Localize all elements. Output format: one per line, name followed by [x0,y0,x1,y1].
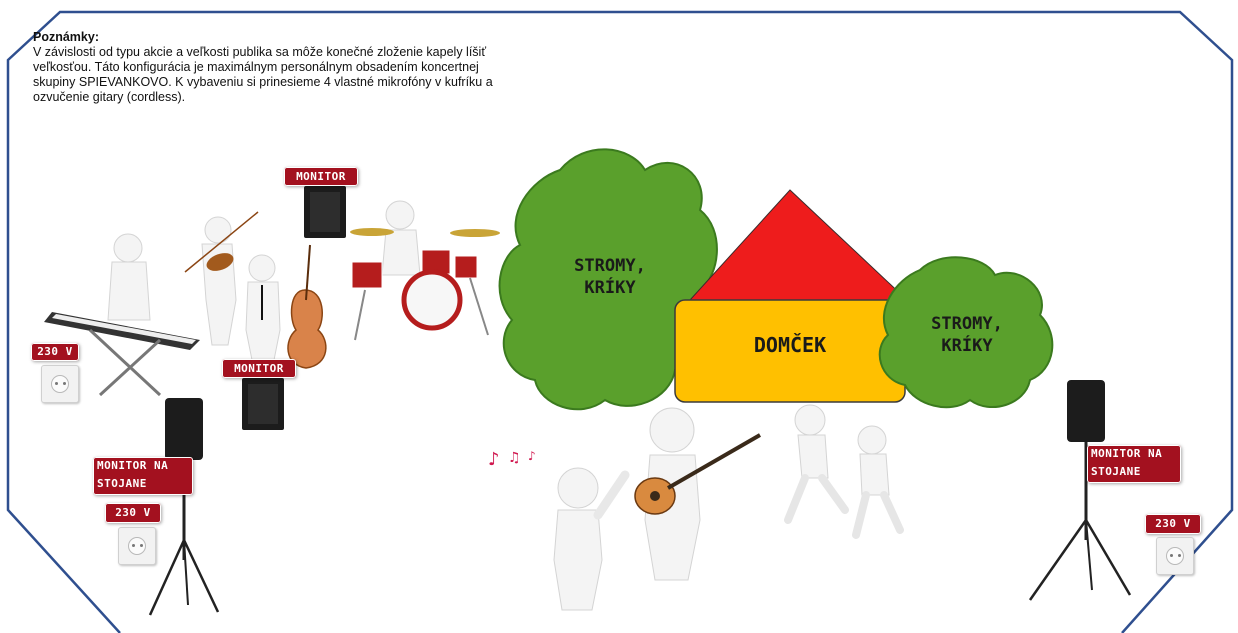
monitor-stand-label-left: MONITOR NA STOJANE [93,457,193,495]
power-label-3-text: 230 V [1155,517,1191,530]
guitarist [634,407,761,581]
violinist [184,211,259,346]
notes-block: Poznámky: V závislosti od typu akcie a v… [33,30,533,105]
speaker-top [304,186,346,238]
cellist [245,244,327,369]
notes-line: skupiny SPIEVANKOVO. K vybaveniu si prin… [33,75,493,89]
monitor-stand-right-line-1: MONITOR NA [1091,447,1163,460]
monitor-stand-left-line-1: MONITOR NA [97,459,169,472]
trees-right-label: STROMY, KRÍKY [912,313,1022,357]
notes-line: veľkosťou. Táto konfigurácia je maximáln… [33,60,479,74]
speaker-stand-right [1028,380,1132,601]
drummer-kit [350,200,500,341]
dancer-2 [852,425,904,539]
svg-text:♪: ♪ [488,449,500,470]
power-label-2: 230 V [105,503,161,523]
tree-cloud-right [878,256,1054,409]
notes-title: Poznámky: [33,30,99,44]
monitor-label-top-text: MONITOR [296,170,346,183]
house-label-text: DOMČEK [753,333,827,357]
svg-text:♫: ♫ [508,450,521,466]
house-roof [688,189,909,301]
monitor-stand-right-line-2: STOJANE [1091,465,1141,478]
house-label: DOMČEK [720,333,860,357]
trees-left-line-1: STROMY, [574,256,646,276]
stage-frame [6,10,1234,633]
power-socket-icon [118,527,156,565]
monitor-label-mid: MONITOR [222,359,296,378]
singer: ♪ ♫ ♪ [488,449,630,611]
trees-right-line-1: STROMY, [931,314,1003,334]
power-label-1: 230 V [31,343,79,361]
power-socket-icon [41,365,79,403]
power-label-3: 230 V [1145,514,1201,534]
power-socket-icon [1156,537,1194,575]
power-label-1-text: 230 V [37,345,73,358]
dancer-1 [784,404,849,524]
trees-right-line-2: KRÍKY [941,336,993,356]
trees-left-line-2: KRÍKY [584,278,636,298]
monitor-label-mid-text: MONITOR [234,362,284,375]
monitor-label-top: MONITOR [284,167,358,186]
notes-line: ozvučenie gitary (cordless). [33,90,186,104]
notes-line: V závislosti od typu akcie a veľkosti pu… [33,45,487,59]
trees-left-label: STROMY, KRÍKY [555,255,665,299]
speaker-mid [242,378,284,430]
tree-cloud-left [498,148,718,411]
monitor-stand-label-right: MONITOR NA STOJANE [1087,445,1181,483]
monitor-stand-left-line-2: STOJANE [97,477,147,490]
svg-text:♪: ♪ [528,449,536,463]
keyboard-player [44,233,200,397]
power-label-2-text: 230 V [115,506,151,519]
